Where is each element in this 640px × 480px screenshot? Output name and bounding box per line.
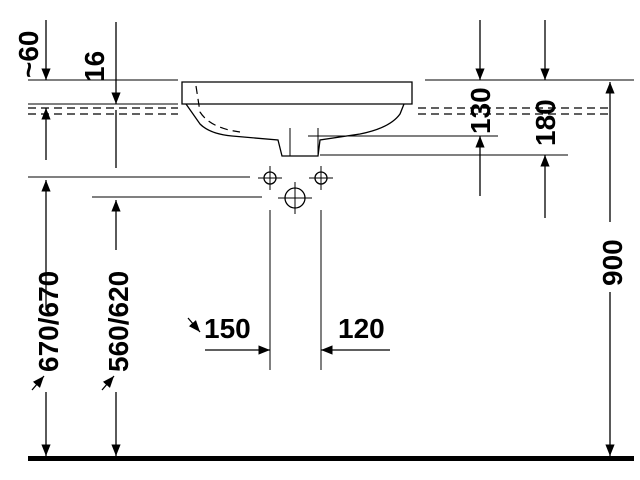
basin-outline [181,81,413,157]
label-height-670: 670/670 [33,271,64,372]
label-top-clearance: ~60 [13,31,44,79]
label-offset-150: 150 [204,313,251,344]
label-total-900: 900 [597,239,628,286]
floor-line [28,456,634,461]
label-offset-120: 120 [338,313,385,344]
label-height-560: 560/620 [103,271,134,372]
dimension-lines [41,20,615,456]
label-depth-180: 180 [530,99,561,146]
indicator-arrows [31,317,201,391]
label-depth-130: 130 [465,87,496,134]
connection-points [258,166,333,370]
reference-lines [28,79,634,198]
label-rim-thickness: 16 [79,51,110,82]
